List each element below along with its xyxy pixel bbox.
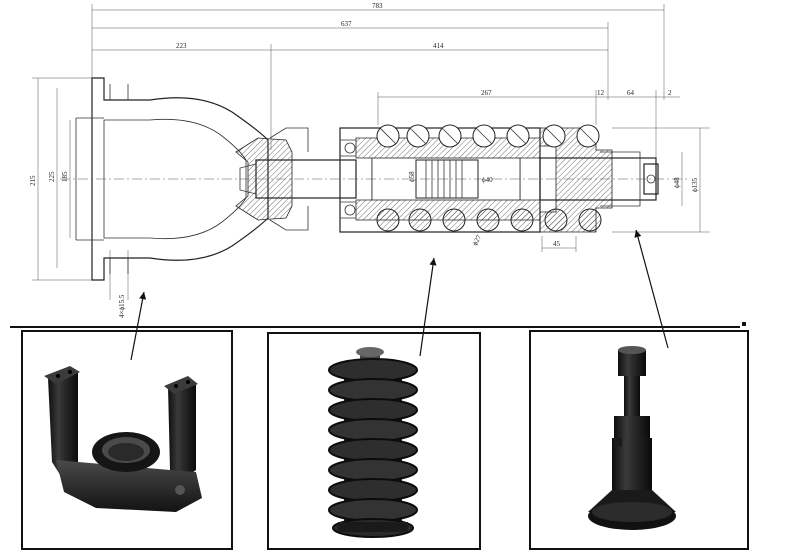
dim-label-135: ϕ135 [691,177,699,192]
cylinder-lower-body [612,438,652,490]
dim-label-bolt-holes: 4×ϕ15.5 [118,294,126,318]
arrow-cylinder [634,229,669,349]
dim-label-64: 64 [627,89,635,97]
arrow-yoke [130,291,147,361]
cylinder-flange-top [592,502,672,522]
dim-label-637: 637 [341,20,352,28]
spring-coils-bottom [376,208,602,232]
cylinder-drawing: ϕ58 ϕ40 ϕ135 ϕ48 [339,127,710,233]
dim-label-45: 45 [553,240,561,248]
cylinder-cap-top [618,346,646,354]
photo-tension-cylinder [588,346,676,530]
separator-mark [742,322,746,326]
arrow-spring [419,257,437,357]
cylinder-cap [618,350,646,376]
dimension-group-top: 783 637 223 414 267 12 64 2 [91,2,680,160]
yoke-left-arm [48,368,78,478]
dim-label-wire-27: ϕ27 [471,233,484,247]
bolt-hole-icon [56,374,60,378]
bolt-hole-icon [186,380,190,384]
dim-label-40: ϕ40 [482,176,493,184]
spring-top-cap [356,347,384,357]
bolt-hole-icon [174,384,178,388]
yoke-right-pad [164,376,198,394]
dim-label-225: 225 [48,171,56,182]
bolt-hole-icon [68,370,72,374]
spring-coils-top [376,124,600,148]
spring-coil-rings [328,358,418,538]
cylinder-upper-body [614,416,650,438]
yoke-right-arm [168,378,196,482]
yoke-flange-lines [75,117,104,241]
dim-label-783: 783 [372,2,383,10]
dim-label-414: 414 [433,42,444,50]
spring-base-plate [338,522,408,532]
cylinder-rod [624,376,640,416]
dim-label-223: 223 [176,42,187,50]
photo-yoke-bracket [44,366,202,512]
dim-label-215: 215 [29,175,37,186]
dim-label-58: ϕ58 [408,171,416,182]
photo-recoil-spring [328,347,418,538]
yoke-base [56,460,202,512]
dim-label-48: ϕ48 [673,177,681,188]
yoke-bolt-lines [109,84,129,274]
dim-label-2: 2 [668,89,672,97]
dim-label-185: 185 [61,171,69,182]
bolt-hole-icon [175,485,185,495]
yoke-hub-outer [269,127,309,231]
seal-left [340,139,356,219]
dimension-group-left: 215 225 185 4×ϕ15.5 [29,77,129,318]
dim-label-12: 12 [597,89,605,97]
dim-label-267: 267 [481,89,492,97]
yoke-hub-inner [108,443,144,461]
cylinder-port [614,438,622,446]
